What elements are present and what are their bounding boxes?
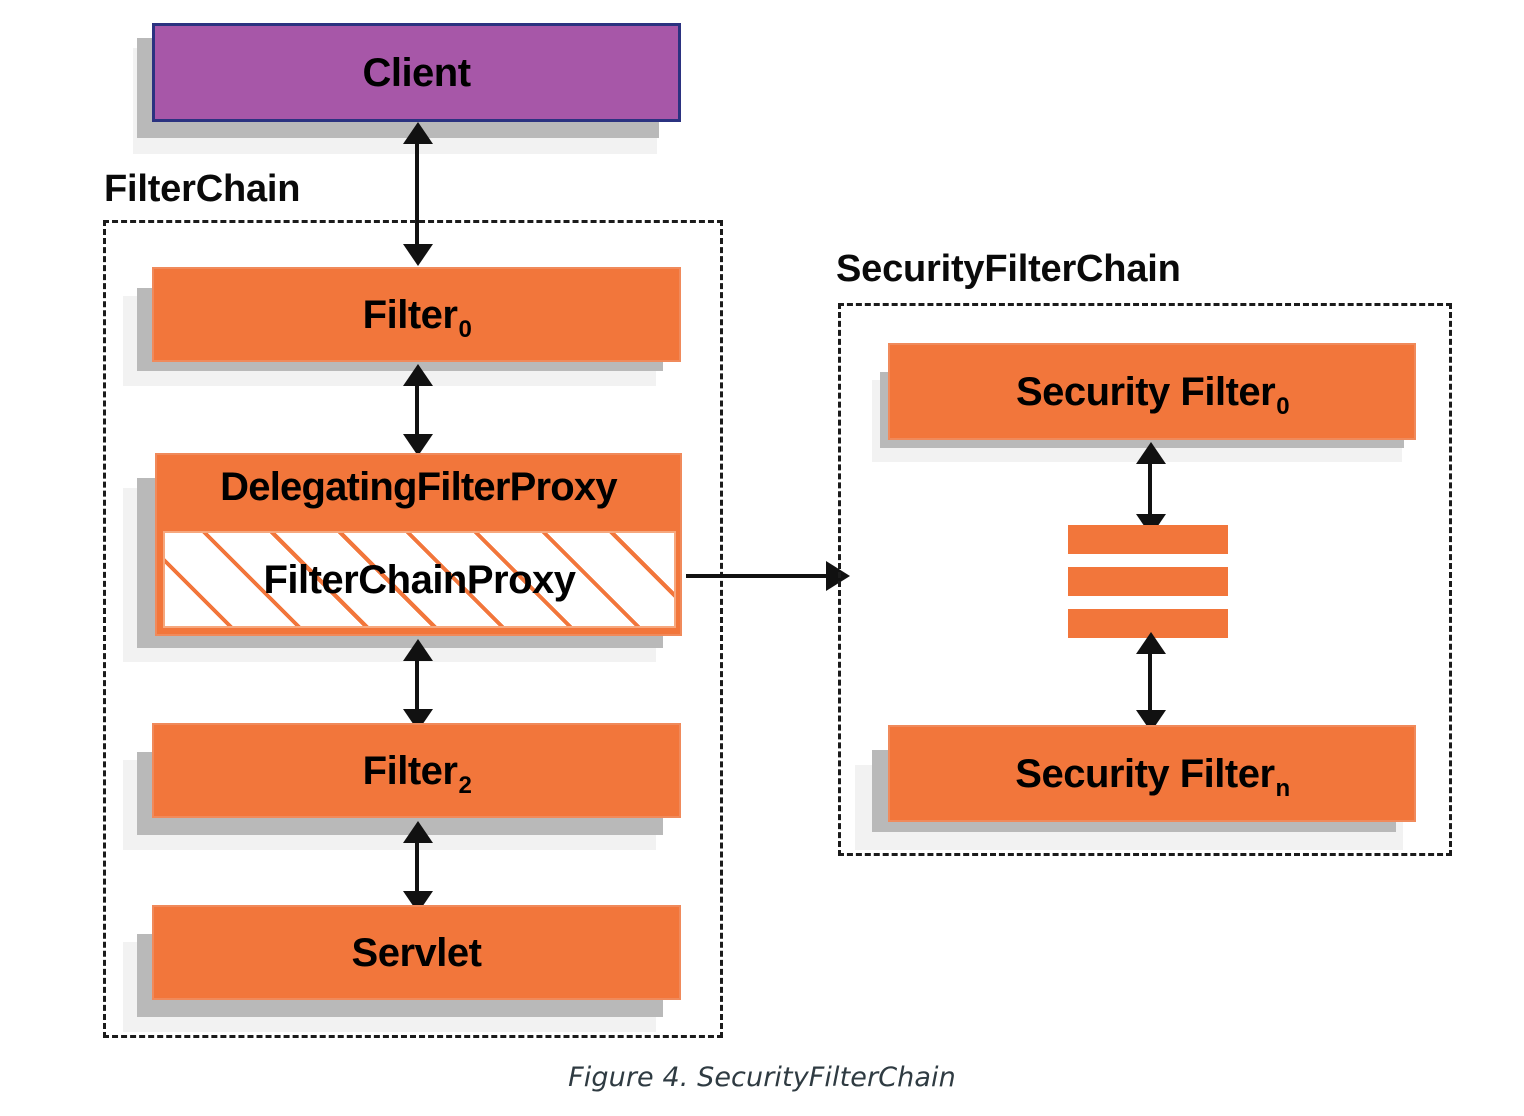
arrow-bars-sfn-head-up [1136, 632, 1166, 654]
node-security-filter-0-text: Security Filter [1015, 369, 1276, 414]
node-servlet-label: Servlet [351, 930, 482, 975]
node-servlet[interactable]: Servlet [152, 905, 681, 1000]
node-filter-0-text: Filter [362, 292, 458, 337]
arrow-sf0-bars-line [1148, 448, 1152, 532]
node-filter-2-sub: 2 [458, 771, 472, 799]
arrow-client-filter0-head-up [403, 122, 433, 144]
figure-caption: Figure 4. SecurityFilterChain [568, 1062, 956, 1093]
arrow-dfp-filter2-head-up [403, 639, 433, 661]
arrow-sf0-bars-head-up [1136, 442, 1166, 464]
arrow-client-filter0-line [415, 128, 419, 260]
node-security-filter-n-label: Security Filtern [1015, 751, 1290, 801]
node-security-filter-n-text: Security Filter [1015, 751, 1275, 796]
ellipsis-bar-1 [1068, 525, 1228, 554]
node-filter-0[interactable]: Filter0 [152, 267, 681, 362]
arrow-filter0-dfp-head-down [403, 434, 433, 456]
node-filter-0-sub: 0 [458, 315, 472, 343]
arrow-filter0-dfp-line [415, 370, 419, 452]
ellipsis-bar-2 [1068, 567, 1228, 596]
node-security-filter-n[interactable]: Security Filtern [888, 725, 1416, 822]
node-filter-chain-proxy-label: FilterChainProxy [263, 557, 576, 602]
arrow-filter2-servlet-head-up [403, 821, 433, 843]
node-security-filter-0[interactable]: Security Filter0 [888, 343, 1416, 440]
arrow-fcp-securitychain-line [686, 574, 838, 578]
node-delegating-filter-proxy[interactable]: DelegatingFilterProxy FilterChainProxy [155, 453, 682, 636]
arrow-bars-sfn-line [1148, 638, 1152, 728]
securityfilterchain-group-box [838, 303, 1452, 856]
node-client-label: Client [362, 50, 471, 95]
node-delegating-filter-proxy-label: DelegatingFilterProxy [220, 465, 617, 509]
securityfilterchain-group-label: SecurityFilterChain [836, 248, 1181, 290]
node-filter-chain-proxy[interactable]: FilterChainProxy [163, 531, 676, 628]
node-security-filter-0-sub: 0 [1276, 392, 1290, 420]
node-filter-0-label: Filter0 [362, 292, 472, 342]
node-security-filter-0-label: Security Filter0 [1015, 369, 1290, 419]
arrow-client-filter0-head-down [403, 244, 433, 266]
arrow-dfp-filter2-line [415, 645, 419, 727]
node-filter-2-label: Filter2 [362, 748, 472, 798]
arrow-filter0-dfp-head-up [403, 364, 433, 386]
node-client[interactable]: Client [152, 23, 681, 122]
arrow-filter2-servlet-line [415, 827, 419, 909]
node-filter-2-text: Filter [362, 748, 458, 793]
node-security-filter-n-sub: n [1275, 774, 1291, 802]
node-filter-2[interactable]: Filter2 [152, 723, 681, 818]
filterchain-group-box [103, 220, 723, 1038]
filterchain-group-label: FilterChain [104, 168, 301, 210]
